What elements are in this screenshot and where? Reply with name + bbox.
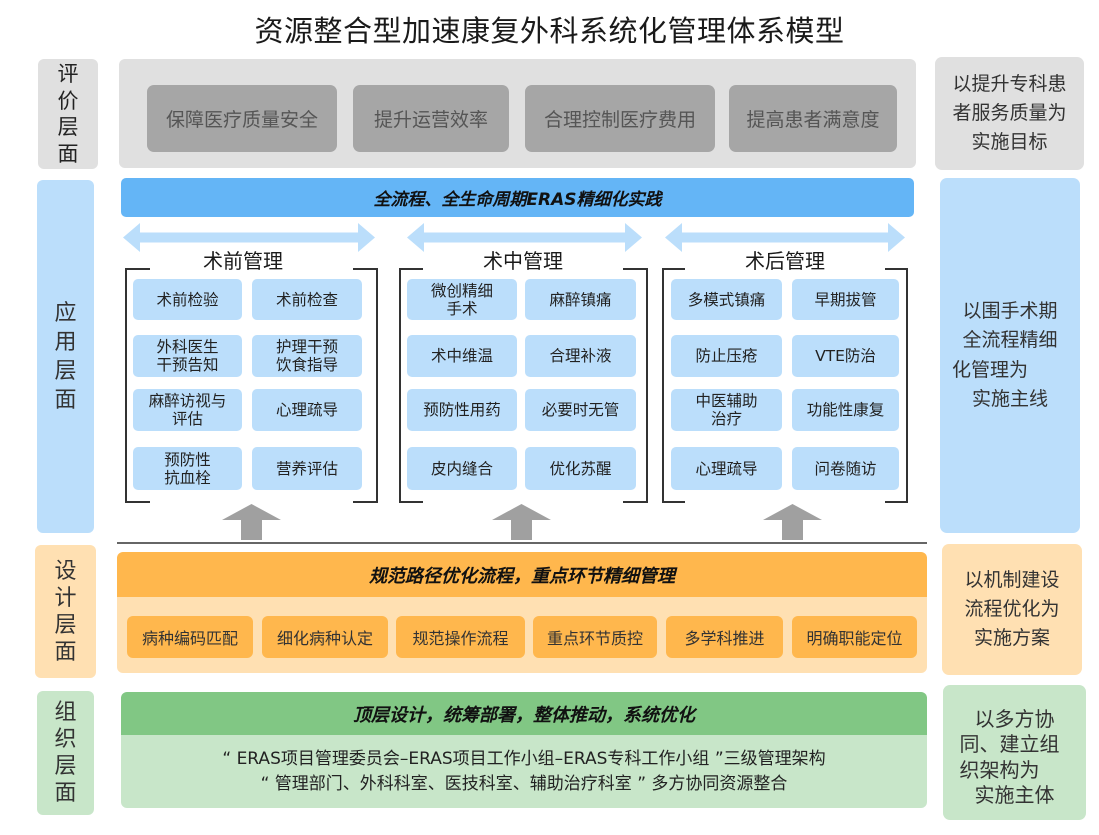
organization-goal-line: 同、建立组 — [959, 732, 1060, 756]
application-layer-label-text: 应用层面 — [54, 300, 77, 413]
up-arrow-icon — [492, 504, 551, 540]
phase-title-preoperative: 术前管理 — [203, 249, 283, 273]
bracket-left — [399, 268, 423, 503]
design-goal-line: 流程优化为 — [964, 598, 1060, 620]
evaluation-item: 保障医疗质量安全 — [147, 85, 337, 152]
preoperative-cell: 护理干预 饮食指导 — [252, 335, 362, 377]
intraoperative-cell: 合理补液 — [525, 335, 636, 377]
design-item: 重点环节质控 — [533, 616, 657, 658]
application-layer-label: 应用层面 — [37, 180, 94, 533]
organization-banner: 顶层设计，统筹部署，整体推动，系统优化 — [121, 692, 927, 735]
design-item: 多学科推进 — [666, 616, 783, 658]
evaluation-goal-line: 者服务质量为 — [952, 102, 1067, 124]
preoperative-cell: 术前检查 — [252, 279, 362, 320]
application-goal-line: 以围手术期 — [962, 299, 1058, 322]
organization-goal-box: 以多方协 同、建立组 织架构为 实施主体 — [943, 685, 1086, 820]
intraoperative-cell: 微创精细 手术 — [407, 279, 517, 320]
design-item: 细化病种认定 — [262, 616, 388, 658]
organization-panel: “ ERAS项目管理委员会–ERAS项目工作小组–ERAS专科工作小组 ”三级管… — [121, 735, 927, 808]
evaluation-goal-box: 以提升专科患 者服务质量为 实施目标 — [935, 57, 1084, 170]
double-arrow-icon — [407, 223, 642, 252]
evaluation-layer-label: 评价层面 — [38, 59, 98, 169]
intraoperative-cell: 皮内缝合 — [407, 447, 517, 490]
application-goal-line: 实施主线 — [971, 388, 1048, 410]
organization-goal-line: 以多方协 — [974, 706, 1055, 731]
preoperative-cell: 麻醉访视与 评估 — [133, 389, 242, 431]
organization-layer-label-text: 组织层面 — [54, 700, 77, 806]
postoperative-cell: 心理疏导 — [671, 447, 782, 490]
bracket-left — [662, 268, 685, 503]
preoperative-cell: 心理疏导 — [252, 389, 362, 431]
design-item: 明确职能定位 — [792, 616, 917, 658]
postoperative-cell: 防止压疮 — [671, 335, 782, 377]
phase-title-postoperative: 术后管理 — [745, 249, 825, 273]
design-layer-label: 设计层面 — [35, 545, 96, 678]
application-goal-box: 以围手术期 全流程精细 化管理为 实施主线 — [940, 178, 1080, 533]
organization-goal-line: 织架构为 — [959, 757, 1040, 782]
preoperative-cell: 营养评估 — [252, 447, 362, 490]
preoperative-cell: 预防性 抗血栓 — [133, 447, 242, 490]
design-goal-box: 以机制建设 流程优化为 实施方案 — [942, 544, 1082, 675]
bracket-left — [125, 268, 150, 503]
layer-divider — [117, 542, 927, 544]
evaluation-goal-line: 以提升专科患 — [952, 73, 1067, 95]
design-banner: 规范路径优化流程，重点环节精细管理 — [117, 552, 927, 597]
diagram-title: 资源整合型加速康复外科系统化管理体系模型 — [254, 14, 845, 48]
intraoperative-cell: 术中维温 — [407, 335, 517, 377]
up-arrow-icon — [222, 504, 281, 540]
bracket-right — [623, 268, 648, 503]
bracket-right — [885, 268, 908, 503]
postoperative-cell: 问卷随访 — [792, 447, 899, 490]
evaluation-item: 提升运营效率 — [353, 85, 509, 152]
intraoperative-cell: 预防性用药 — [407, 389, 517, 431]
bracket-right — [353, 268, 378, 503]
evaluation-item: 提高患者满意度 — [729, 85, 897, 152]
organization-goal-line: 实施主体 — [974, 783, 1055, 807]
application-goal-line: 全流程精细 — [962, 329, 1058, 351]
design-goal-line: 实施方案 — [973, 627, 1050, 649]
phase-title-intraoperative: 术中管理 — [483, 249, 563, 273]
postoperative-cell: VTE防治 — [792, 335, 899, 377]
double-arrow-icon — [123, 223, 375, 252]
organization-structure-line: “ 管理部门、外科科室、医技科室、辅助治疗科室 ” 多方协同资源整合 — [260, 773, 788, 794]
preoperative-cell: 外科医生 干预告知 — [133, 335, 242, 377]
evaluation-goal-line: 实施目标 — [971, 131, 1048, 153]
evaluation-layer-label-text: 评价层面 — [57, 62, 79, 166]
design-item: 病种编码匹配 — [127, 616, 253, 658]
postoperative-cell: 功能性康复 — [792, 389, 899, 431]
double-arrow-icon — [665, 223, 905, 252]
up-arrow-icon — [763, 504, 822, 540]
design-goal-line: 以机制建设 — [964, 569, 1060, 591]
application-banner: 全流程、全生命周期ERAS精细化实践 — [121, 178, 914, 217]
design-layer-label-text: 设计层面 — [54, 558, 77, 665]
organization-layer-label: 组织层面 — [37, 691, 94, 815]
design-item: 规范操作流程 — [396, 616, 525, 658]
postoperative-cell: 中医辅助 治疗 — [671, 389, 782, 431]
organization-structure-line: “ ERAS项目管理委员会–ERAS项目工作小组–ERAS专科工作小组 ”三级管… — [222, 748, 826, 769]
intraoperative-cell: 优化苏醒 — [525, 447, 636, 490]
application-goal-line: 化管理为 — [951, 358, 1028, 381]
postoperative-cell: 早期拔管 — [792, 279, 899, 320]
intraoperative-cell: 麻醉镇痛 — [525, 279, 636, 320]
postoperative-cell: 多模式镇痛 — [671, 279, 782, 320]
preoperative-cell: 术前检验 — [133, 279, 242, 320]
evaluation-item: 合理控制医疗费用 — [525, 85, 715, 152]
intraoperative-cell: 必要时无管 — [525, 389, 636, 431]
